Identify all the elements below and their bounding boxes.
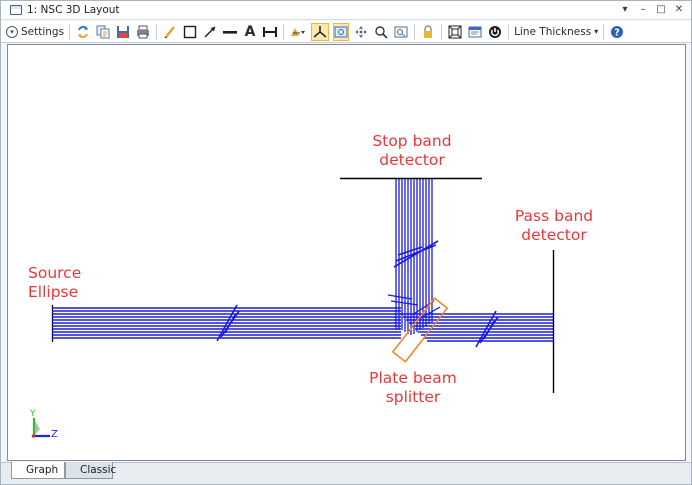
window-title: 1: NSC 3D Layout [27, 4, 120, 16]
axis-z-label: Z [51, 429, 58, 440]
help-icon[interactable]: ? [609, 23, 625, 41]
save-icon[interactable] [115, 23, 131, 41]
stop-label-line-1: Stop band [372, 132, 452, 150]
axis-y-label: Y [29, 409, 36, 419]
axis-indicator: Y Z [29, 409, 58, 440]
settings-label: Settings [21, 25, 65, 38]
window-icon [10, 5, 22, 15]
arrow-icon[interactable] [202, 23, 218, 41]
title-bar: 1: NSC 3D Layout ▾ – □ ✕ [1, 1, 691, 20]
stop-label-line-2: detector [379, 151, 445, 169]
pencil-icon[interactable] [162, 23, 178, 41]
toolbar-separator [441, 23, 443, 40]
toolbar-separator [156, 23, 158, 40]
splitter-label-line-1: Plate beam [369, 369, 457, 387]
chevron-down-icon: ▾ [6, 25, 18, 38]
pass-label-line-2: detector [521, 226, 587, 244]
layout-graph-canvas[interactable]: Y Z Source Ellipse Stop band detector Pa… [7, 44, 686, 461]
toolbar-separator [283, 23, 285, 40]
power-icon[interactable] [487, 23, 503, 41]
text-icon[interactable]: A [244, 23, 256, 40]
toolbar-separator [603, 23, 605, 40]
line-icon[interactable] [222, 23, 238, 41]
toolbar: ▾ Settings A [1, 21, 691, 43]
pan-icon[interactable] [353, 23, 369, 41]
svg-text:?: ? [614, 27, 620, 38]
plate-beam-splitter [391, 297, 449, 363]
window-menu-dropdown-icon[interactable]: ▾ [622, 4, 628, 15]
chevron-down-icon: ▾ [594, 27, 599, 36]
dimension-icon[interactable] [262, 23, 278, 41]
zoom-icon[interactable] [373, 23, 389, 41]
window-controls: ▾ – □ ✕ [619, 3, 685, 17]
lock-icon[interactable] [420, 23, 436, 41]
layout-svg: Y Z [29, 177, 555, 440]
copy-icon[interactable] [95, 23, 111, 41]
source-ellipse-label: Source Ellipse [28, 264, 81, 302]
axes-icon[interactable] [311, 22, 330, 41]
close-icon[interactable]: ✕ [674, 4, 684, 15]
source-label-line-2: Ellipse [28, 283, 79, 301]
stop-band-detector-label: Stop band detector [362, 132, 462, 170]
plate-beam-splitter-label: Plate beam splitter [358, 369, 468, 407]
reflected-ray-bundle [395, 179, 433, 335]
pass-label-line-1: Pass band [514, 207, 594, 225]
line-thickness-dropdown[interactable]: Line Thickness ▾ [514, 23, 598, 41]
maximize-icon[interactable]: □ [656, 4, 666, 15]
pass-band-detector-label: Pass band detector [504, 207, 604, 245]
transmitted-ray-arrow [475, 310, 499, 348]
rectangle-icon[interactable] [182, 23, 198, 41]
source-label-line-1: Source [28, 264, 82, 282]
refresh-icon[interactable] [75, 23, 91, 41]
toolbar-separator [69, 23, 71, 40]
zoom-box-icon[interactable] [393, 23, 409, 41]
fit-icon[interactable] [447, 23, 463, 41]
transmitted-ray-bundle [400, 313, 553, 342]
toolbar-separator [414, 23, 416, 40]
window-icon[interactable] [467, 23, 483, 41]
minimize-icon[interactable]: – [640, 4, 646, 15]
zoom-window-icon[interactable] [333, 22, 350, 41]
input-ray-arrow [216, 304, 240, 342]
toolbar-separator [508, 23, 510, 40]
settings-button[interactable]: ▾ Settings [6, 23, 64, 41]
line-thickness-label: Line Thickness [514, 25, 592, 38]
rotate-icon[interactable] [289, 23, 307, 41]
view-tab-bar: Graph Classic [1, 462, 691, 484]
splitter-label-line-2: splitter [385, 388, 441, 406]
reflected-ray-arrow [393, 240, 439, 268]
tab-classic[interactable]: Classic [65, 462, 116, 479]
tab-graph[interactable]: Graph [11, 462, 65, 479]
print-icon[interactable] [135, 23, 151, 41]
